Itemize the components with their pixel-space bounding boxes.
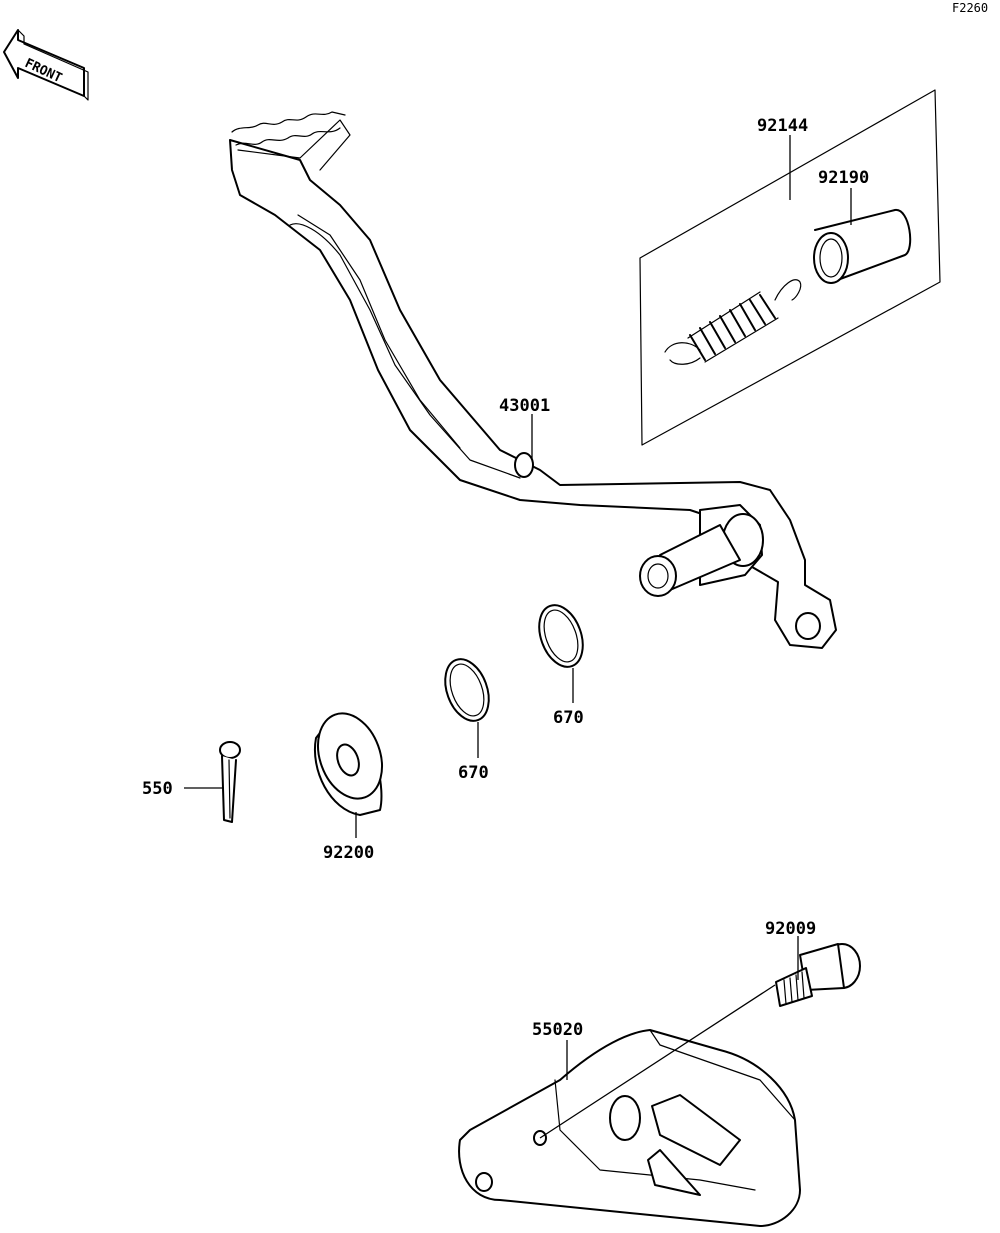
- bolt: [775, 943, 861, 1007]
- brake-pedal: [229, 111, 837, 649]
- cotter-pin: [219, 741, 241, 823]
- label-670-lower: 670: [458, 763, 489, 783]
- collar: [813, 209, 912, 284]
- label-92200: 92200: [323, 843, 374, 863]
- o-ring-lower: [444, 658, 490, 722]
- diagram-code: F2260: [952, 1, 988, 15]
- label-55020: 55020: [532, 1020, 583, 1040]
- spring: [664, 279, 802, 365]
- front-arrow-icon: FRONT: [3, 29, 89, 101]
- label-92144: 92144: [757, 116, 808, 136]
- kit-box: [639, 89, 941, 446]
- washer: [313, 712, 383, 816]
- label-92190: 92190: [818, 168, 869, 188]
- label-550: 550: [142, 779, 173, 799]
- label-92009: 92009: [765, 919, 816, 939]
- label-43001: 43001: [499, 396, 550, 416]
- guard: [458, 1029, 801, 1227]
- o-ring-upper: [538, 604, 584, 668]
- label-670-upper: 670: [553, 708, 584, 728]
